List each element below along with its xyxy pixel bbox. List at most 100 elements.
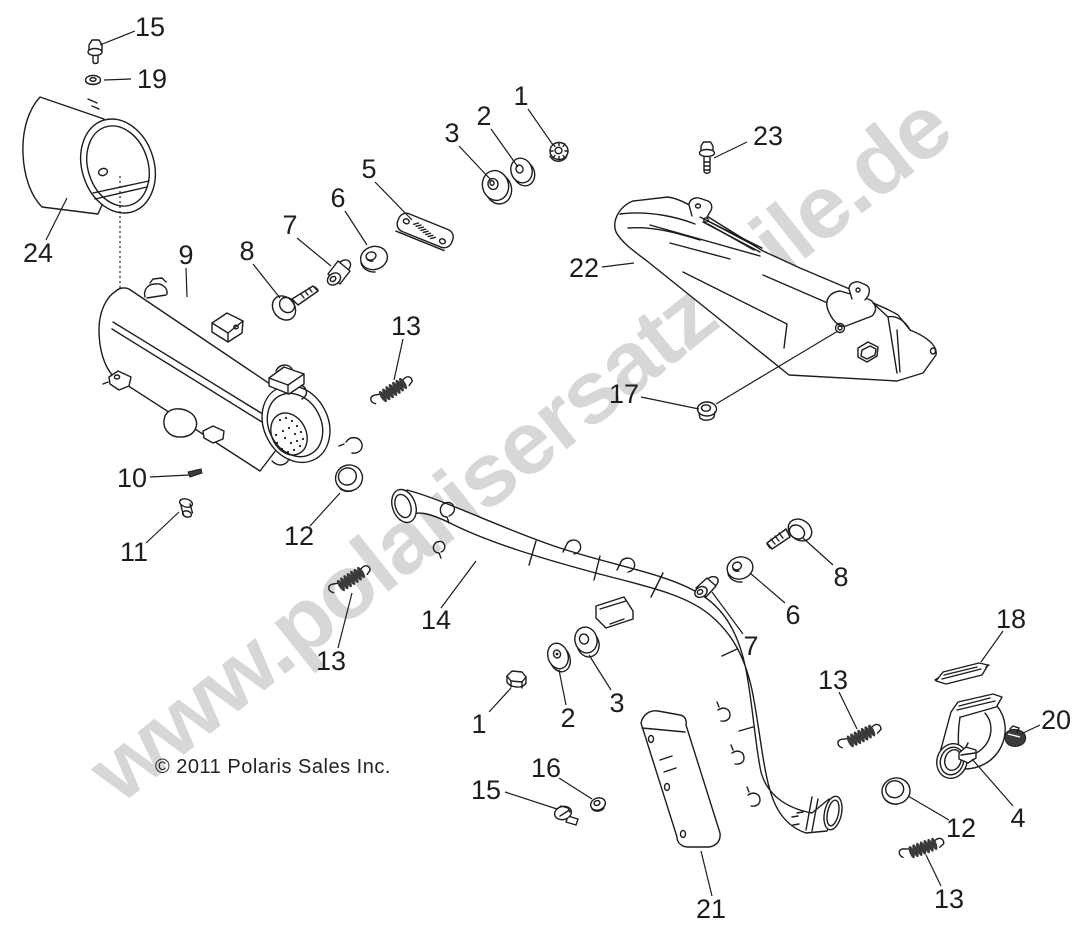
leader-line-18 xyxy=(980,630,1004,663)
part-3-washer-bottom-drawing xyxy=(574,626,600,658)
callout-label-12: 12 xyxy=(946,813,976,843)
callout-label-8: 8 xyxy=(239,236,254,266)
part-16-nut-drawing xyxy=(589,797,607,812)
part-9-muffler-drawing xyxy=(98,277,363,472)
part-6-bushing-right-drawing xyxy=(726,556,754,583)
part-13-spring-drawing xyxy=(328,565,371,594)
leader-line-16 xyxy=(558,777,593,800)
leader-line-23 xyxy=(713,141,748,159)
callout-label-24: 24 xyxy=(23,238,53,268)
callout-label-15: 15 xyxy=(471,775,501,805)
callout-label-19: 19 xyxy=(137,64,167,94)
callout-label-7: 7 xyxy=(282,210,297,240)
callout-label-16: 16 xyxy=(531,753,561,783)
callout-label-13: 13 xyxy=(316,646,346,676)
leader-line-1 xyxy=(527,108,554,146)
leader-line-15 xyxy=(99,30,136,46)
leader-line-12 xyxy=(907,795,950,821)
leader-line-13 xyxy=(838,691,858,730)
part-14-front-pipe-drawing xyxy=(391,488,843,834)
leader-line-8 xyxy=(802,537,834,566)
leader-line-2 xyxy=(558,669,567,706)
leader-line-3 xyxy=(458,145,492,181)
leader-line-8 xyxy=(252,263,281,299)
callout-label-22: 22 xyxy=(569,253,599,283)
callout-label-7: 7 xyxy=(743,631,758,661)
part-8-bolt-left-drawing xyxy=(271,285,319,321)
watermark-text: www.polarisersatzteile.de xyxy=(69,76,968,822)
copyright-text: © 2011 Polaris Sales Inc. xyxy=(155,756,391,778)
callout-label-14: 14 xyxy=(421,605,451,635)
leader-line-13 xyxy=(393,338,404,381)
leader-line-13 xyxy=(337,592,353,649)
part-2-washer-bottom-drawing xyxy=(546,642,572,673)
leader-line-14 xyxy=(440,560,477,609)
part-17-grommet-drawing xyxy=(696,401,718,421)
leader-line-5 xyxy=(374,181,413,221)
callout-label-23: 23 xyxy=(753,121,783,151)
part-15-bolt-top-drawing xyxy=(87,39,103,65)
leader-line-15 xyxy=(504,791,558,810)
part-7-spacer-left-drawing xyxy=(326,259,352,286)
leader-line-4 xyxy=(971,758,1014,807)
callout-label-2: 2 xyxy=(560,703,575,733)
leader-line-1 xyxy=(488,687,512,713)
leader-line-22 xyxy=(601,262,635,268)
part-22-heat-shield-drawing xyxy=(614,196,937,382)
leader-line-17 xyxy=(640,396,700,410)
leader-line-13 xyxy=(925,854,942,887)
part-13-spring-drawing xyxy=(837,723,882,749)
leader-line-7 xyxy=(711,591,744,635)
part-23-bolt-drawing xyxy=(698,141,716,174)
leader-line-12 xyxy=(309,492,341,527)
leader-line-21 xyxy=(700,850,713,897)
callout-label-1: 1 xyxy=(513,81,528,111)
part-15-bolt-bottom-drawing xyxy=(553,805,579,826)
callout-label-3: 3 xyxy=(444,118,459,148)
part-12-gasket-drawing xyxy=(334,464,364,493)
callout-label-17: 17 xyxy=(609,379,639,409)
callout-label-18: 18 xyxy=(996,604,1026,634)
callout-label-11: 11 xyxy=(120,537,148,567)
leader-line-7 xyxy=(296,237,332,267)
part-8-bolt-right-drawing xyxy=(766,518,813,550)
part-19-nut-drawing xyxy=(84,74,102,86)
leader-line-2 xyxy=(490,128,519,168)
part-13-spring-drawing xyxy=(898,837,945,859)
part-7-spacer-right-drawing xyxy=(694,575,719,599)
callout-label-1: 1 xyxy=(471,709,486,739)
leader-line-10 xyxy=(149,474,190,478)
leader-line-3 xyxy=(588,654,612,691)
leader-line-9 xyxy=(185,267,188,298)
callout-label-6: 6 xyxy=(330,183,345,213)
part-1-nut-bottom-drawing xyxy=(506,670,527,689)
part-18-stud-plate-drawing xyxy=(934,662,990,685)
callout-label-20: 20 xyxy=(1041,705,1071,735)
part-21-heat-shield-plate-drawing xyxy=(640,710,721,848)
callout-label-21: 21 xyxy=(696,894,726,924)
part-2-washer-top-drawing xyxy=(510,157,536,187)
part-20-nut-clip-drawing xyxy=(1004,725,1027,747)
leader-line-11 xyxy=(145,511,180,544)
leader-line-19 xyxy=(103,78,132,81)
callout-label-12: 12 xyxy=(284,521,314,551)
leader-line-17 xyxy=(715,330,839,405)
part-13-spring-drawing xyxy=(370,376,413,405)
callout-label-5: 5 xyxy=(361,154,376,184)
part-12-gasket-drawing xyxy=(881,777,911,805)
callout-label-10: 10 xyxy=(117,463,147,493)
callout-label-9: 9 xyxy=(178,240,193,270)
callout-label-6: 6 xyxy=(785,600,800,630)
part-1-nut-top-drawing xyxy=(549,141,569,162)
part-6-bushing-left-drawing xyxy=(359,245,389,273)
part-11-clip-drawing xyxy=(178,498,194,518)
part-5-bracket-drawing xyxy=(395,212,454,252)
callout-label-8: 8 xyxy=(833,562,848,592)
callout-label-4: 4 xyxy=(1010,803,1025,833)
leader-line-24 xyxy=(45,197,68,241)
callout-label-13: 13 xyxy=(934,884,964,914)
callout-label-2: 2 xyxy=(476,101,491,131)
